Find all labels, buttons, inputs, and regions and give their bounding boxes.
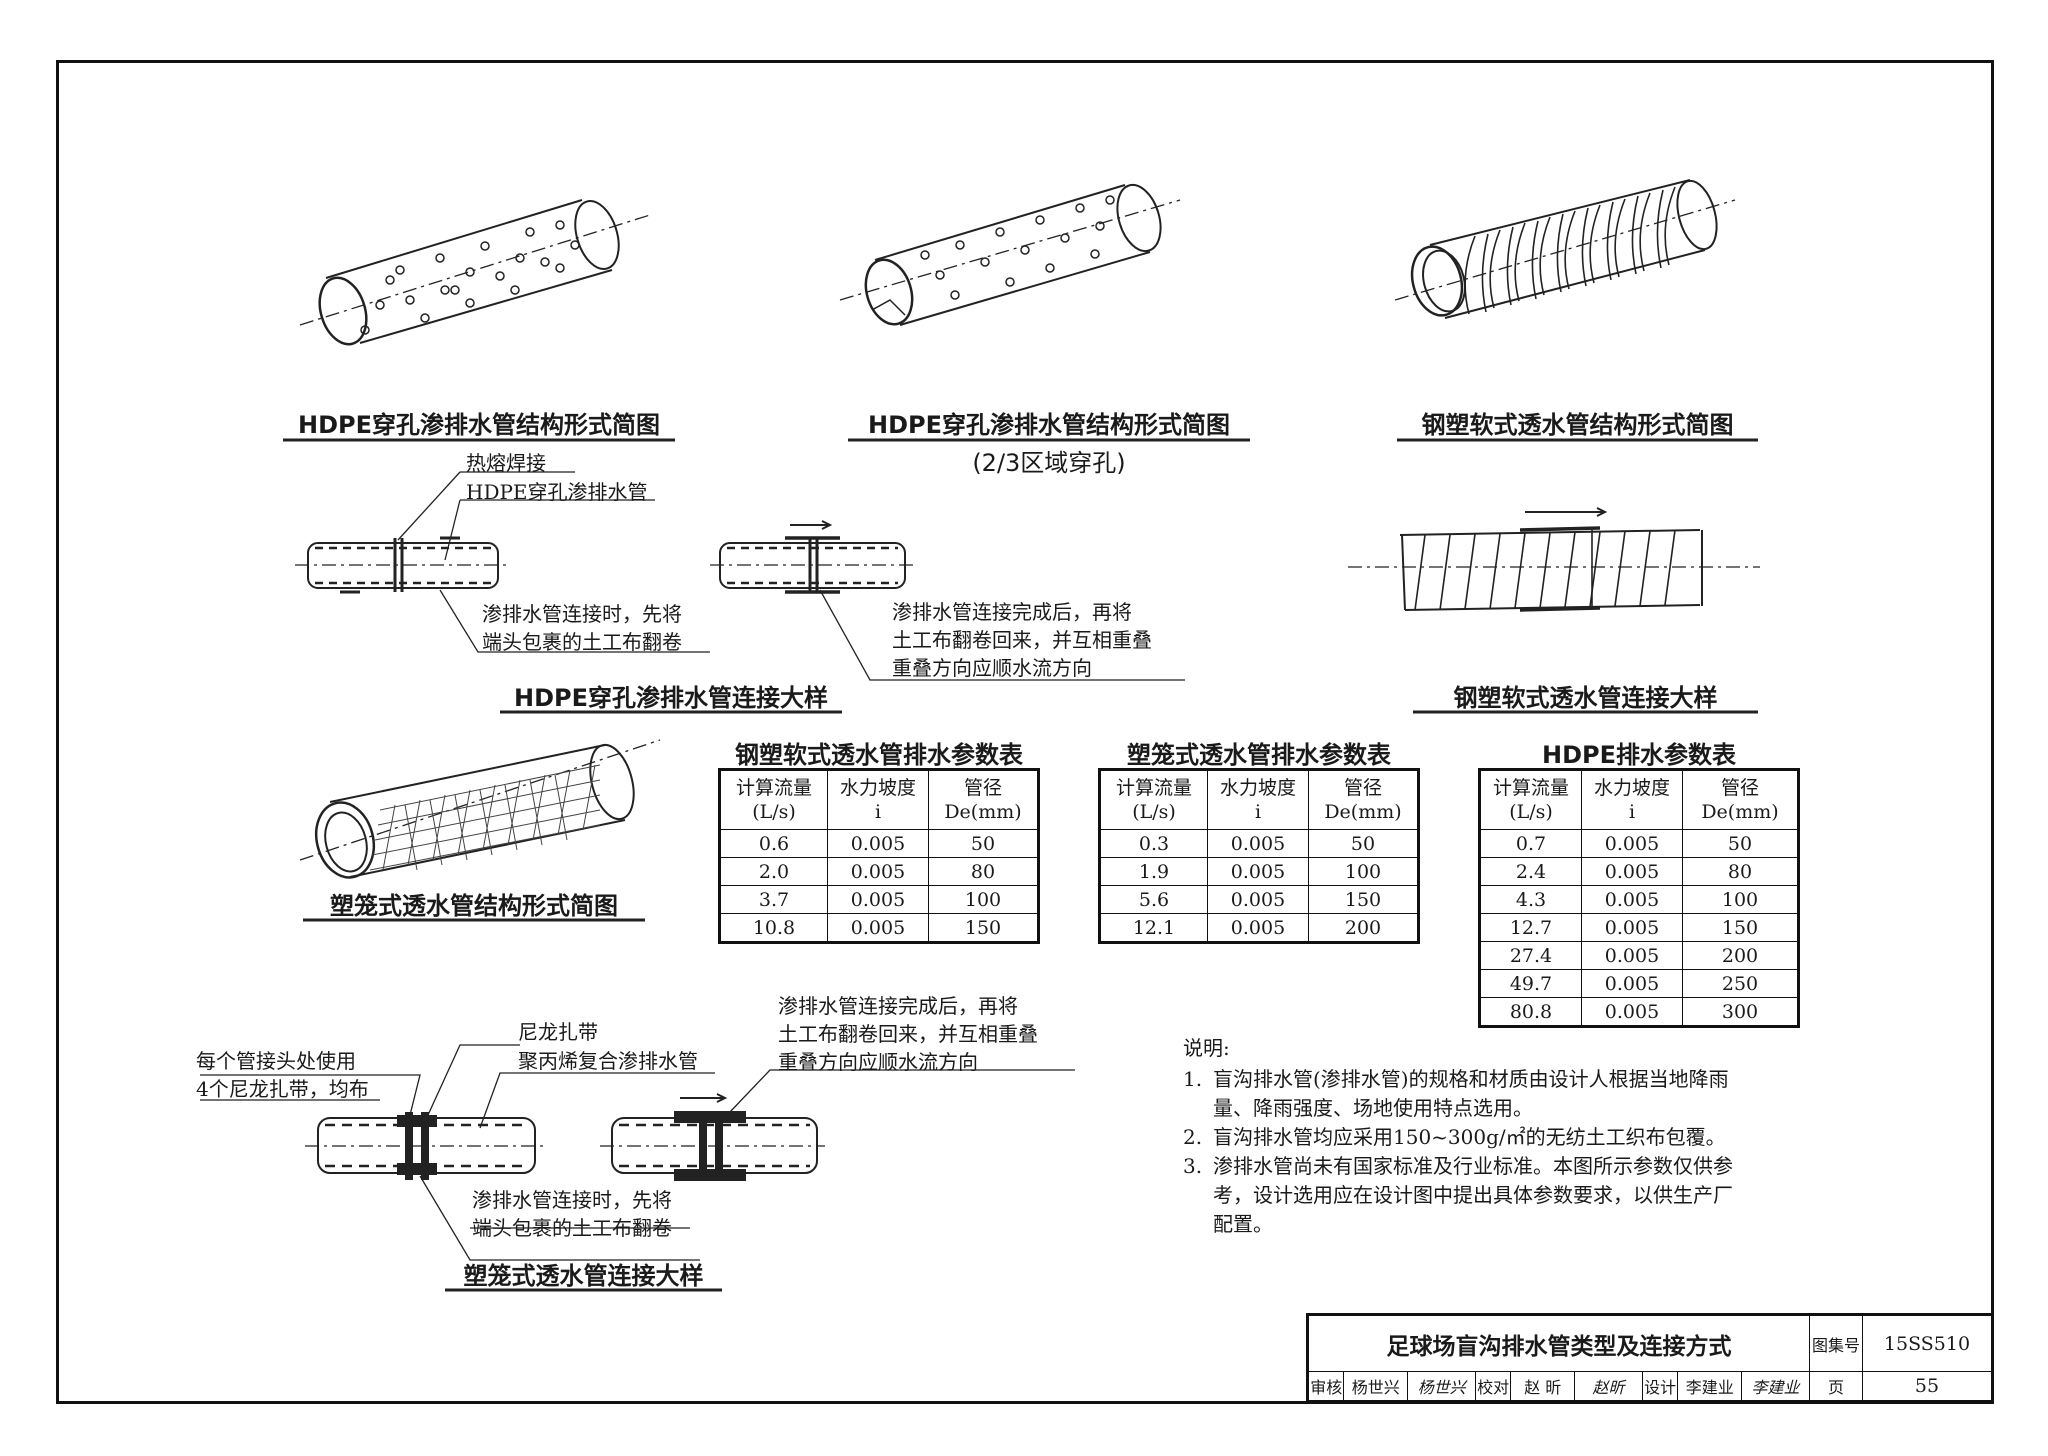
explanation-heading: 说明: [1183, 1036, 1230, 1060]
design-signature: 李建业 [1741, 1371, 1810, 1402]
label-each-joint-2: 4个尼龙扎带，均布 [196, 1077, 369, 1101]
hdpe-partial-pipe-drawing [839, 183, 1181, 326]
label-pp-pipe: 聚丙烯复合渗排水管 [518, 1049, 698, 1073]
label-hdpe-pipe: HDPE穿孔渗排水管 [466, 480, 648, 504]
design-name: 李建业 [1677, 1371, 1743, 1402]
caption-hdpe-connection: HDPE穿孔渗排水管连接大样 [514, 684, 828, 712]
review-name: 杨世兴 [1343, 1371, 1409, 1402]
caption-hdpe-partial: HDPE穿孔渗排水管结构形式简图 [868, 411, 1230, 439]
drawing-frame [56, 60, 1994, 1404]
caption-hdpe-partial-sub: (2/3区域穿孔) [972, 449, 1126, 477]
col-diameter: 管径De(mm) [928, 769, 1039, 830]
note-item-1: 1. 盲沟排水管(渗排水管)的规格和材质由设计人根据当地降雨 量、降雨强度、场地… [1183, 1067, 1729, 1120]
steel-connection-drawing [1348, 507, 1760, 612]
col-diameter: 管径De(mm) [1308, 769, 1419, 830]
label-hdpe-wrap-1: 渗排水管连接时，先将 [482, 602, 682, 626]
explanation-notes: 说明: 1. 盲沟排水管(渗排水管)的规格和材质由设计人根据当地降雨 量、降雨强… [1183, 1034, 1823, 1239]
label-cage-wrap-1: 渗排水管连接时，先将 [472, 1188, 672, 1212]
cage-pipe-drawing [299, 739, 661, 879]
steel-table-title: 钢塑软式透水管排水参数表 [735, 741, 1023, 769]
note-item-3: 3. 渗排水管尚未有国家标准及行业标准。本图所示参数仅供参 考，设计选用应在设计… [1183, 1154, 1733, 1236]
design-label: 设计 [1641, 1371, 1679, 1402]
cage-table-title: 塑笼式透水管排水参数表 [1127, 741, 1391, 769]
label-cage-done-3: 重叠方向应顺水流方向 [778, 1050, 978, 1074]
title-block: 足球场盲沟排水管类型及连接方式 图集号 15SS510 审核 杨世兴 杨世兴 校… [1306, 1313, 1994, 1403]
drawing-title: 足球场盲沟排水管类型及连接方式 [1307, 1314, 1810, 1372]
label-each-joint-1: 每个管接头处使用 [196, 1049, 356, 1073]
hdpe-perforated-pipe-drawing [299, 199, 651, 346]
label-hdpe-done-3: 重叠方向应顺水流方向 [892, 656, 1092, 680]
note-item-2: 2. 盲沟排水管均应采用150~300g/㎡的无纺土工织布包覆。 [1183, 1125, 1726, 1149]
review-signature: 杨世兴 [1407, 1371, 1476, 1402]
cage-connection-right-drawing [600, 1069, 1075, 1181]
page-label: 页 [1809, 1371, 1863, 1402]
page-number: 55 [1862, 1371, 1993, 1402]
col-flow: 计算流量(L/s) [719, 769, 828, 830]
check-label: 校对 [1474, 1371, 1512, 1402]
atlas-label: 图集号 [1809, 1314, 1863, 1372]
col-flow: 计算流量(L/s) [1099, 769, 1208, 830]
col-flow: 计算流量(L/s) [1479, 769, 1582, 830]
cage-connection-left-drawing [200, 1044, 715, 1261]
caption-cage-structure: 塑笼式透水管结构形式简图 [330, 892, 618, 920]
col-diameter: 管径De(mm) [1682, 769, 1799, 830]
caption-steel-plastic: 钢塑软式透水管结构形式简图 [1421, 411, 1734, 439]
review-label: 审核 [1306, 1371, 1345, 1402]
label-cage-done-1: 渗排水管连接完成后，再将 [778, 994, 1018, 1018]
label-cage-done-2: 土工布翻卷回来，并互相重叠 [778, 1022, 1038, 1046]
caption-steel-connection: 钢塑软式透水管连接大样 [1453, 684, 1718, 712]
caption-cage-connection: 塑笼式透水管连接大样 [463, 1262, 704, 1290]
hdpe-connection-left-drawing [295, 471, 710, 653]
label-hdpe-done-1: 渗排水管连接完成后，再将 [892, 600, 1132, 624]
label-nylon-tie: 尼龙扎带 [518, 1020, 598, 1044]
check-name: 赵 昕 [1510, 1371, 1576, 1402]
caption-hdpe-perforated: HDPE穿孔渗排水管结构形式简图 [298, 411, 660, 439]
atlas-number: 15SS510 [1862, 1314, 1993, 1372]
hdpe-table-title: HDPE排水参数表 [1542, 741, 1736, 769]
label-cage-wrap-2: 端头包裹的土工布翻卷 [472, 1216, 672, 1240]
check-signature: 赵昕 [1574, 1371, 1643, 1402]
hdpe-connection-right-drawing [710, 520, 1185, 681]
label-hot-melt: 热熔焊接 [466, 451, 546, 475]
label-hdpe-done-2: 土工布翻卷回来，并互相重叠 [892, 628, 1152, 652]
steel-plastic-pipe-drawing [1394, 179, 1736, 319]
label-hdpe-wrap-2: 端头包裹的土工布翻卷 [482, 630, 682, 654]
